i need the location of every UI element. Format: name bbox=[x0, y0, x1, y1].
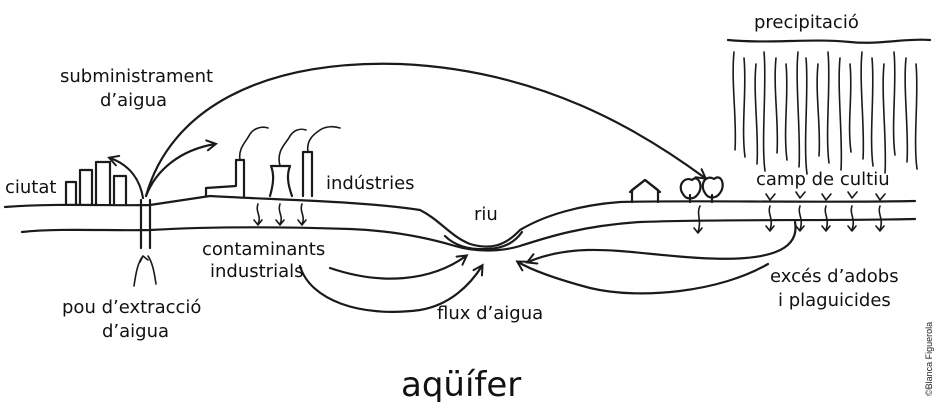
well-pipe bbox=[141, 200, 150, 248]
aquifer-upper-boundary bbox=[22, 219, 915, 251]
label-flux: flux d’aigua bbox=[437, 303, 543, 324]
rain-stroke bbox=[786, 64, 787, 160]
label-pou-line1: pou d’extracció bbox=[62, 297, 201, 318]
factory-smoke-icon bbox=[240, 127, 340, 166]
label-exces-line2: i plaguicides bbox=[778, 290, 891, 311]
field-return-arrow bbox=[528, 222, 796, 262]
label-exces-line1: excés d’adobs bbox=[770, 266, 899, 287]
cloud-line bbox=[728, 40, 930, 43]
rain-stroke bbox=[872, 58, 873, 166]
rain-stroke bbox=[764, 52, 765, 171]
rain-stroke bbox=[894, 52, 895, 155]
rain-stroke bbox=[817, 64, 819, 156]
label-aquifer: aqüífer bbox=[401, 365, 521, 402]
house-icon bbox=[630, 180, 660, 202]
label-contaminants-line1: contaminants bbox=[202, 239, 325, 260]
rain-lines bbox=[733, 52, 917, 174]
industrial-seepage-arrows bbox=[254, 204, 306, 225]
rain-stroke bbox=[733, 52, 735, 150]
rain-stroke bbox=[916, 64, 917, 169]
tree-roots bbox=[694, 206, 702, 233]
factory-icon bbox=[206, 152, 312, 196]
label-pou-line2: d’aigua bbox=[102, 321, 169, 342]
tree-icon bbox=[681, 177, 723, 202]
label-ciutat: ciutat bbox=[5, 177, 56, 198]
rain-stroke bbox=[905, 58, 907, 162]
rain-stroke bbox=[828, 52, 829, 163]
rain-stroke bbox=[755, 64, 757, 164]
label-industries: indústries bbox=[326, 173, 415, 194]
label-subministrament-line1: subministrament bbox=[60, 66, 213, 87]
rain-stroke bbox=[806, 58, 807, 174]
label-camp-de-cultiu: camp de cultiu bbox=[756, 169, 890, 190]
label-riu: riu bbox=[474, 204, 498, 225]
label-precipitacio: precipitació bbox=[754, 12, 859, 33]
rain-stroke bbox=[797, 52, 799, 167]
rain-stroke bbox=[861, 52, 863, 159]
contaminants-arrow bbox=[330, 256, 466, 279]
rain-stroke bbox=[775, 58, 777, 153]
label-contaminants-line2: industrials bbox=[210, 261, 304, 282]
field-seepage-arrows bbox=[766, 206, 884, 231]
aquifer-flow-right-arrow bbox=[518, 262, 768, 293]
crop-plants-icon bbox=[766, 192, 885, 200]
label-subministrament-line2: d’aigua bbox=[100, 90, 167, 111]
well-arrows bbox=[134, 256, 156, 286]
supply-arc-arrow bbox=[146, 64, 705, 196]
rain-stroke bbox=[850, 64, 851, 152]
city-buildings-icon bbox=[66, 162, 126, 204]
image-credit: ©Blanca Figuerola bbox=[924, 322, 934, 396]
rain-stroke bbox=[883, 64, 885, 173]
rain-stroke bbox=[744, 58, 745, 157]
rain-stroke bbox=[839, 58, 841, 170]
